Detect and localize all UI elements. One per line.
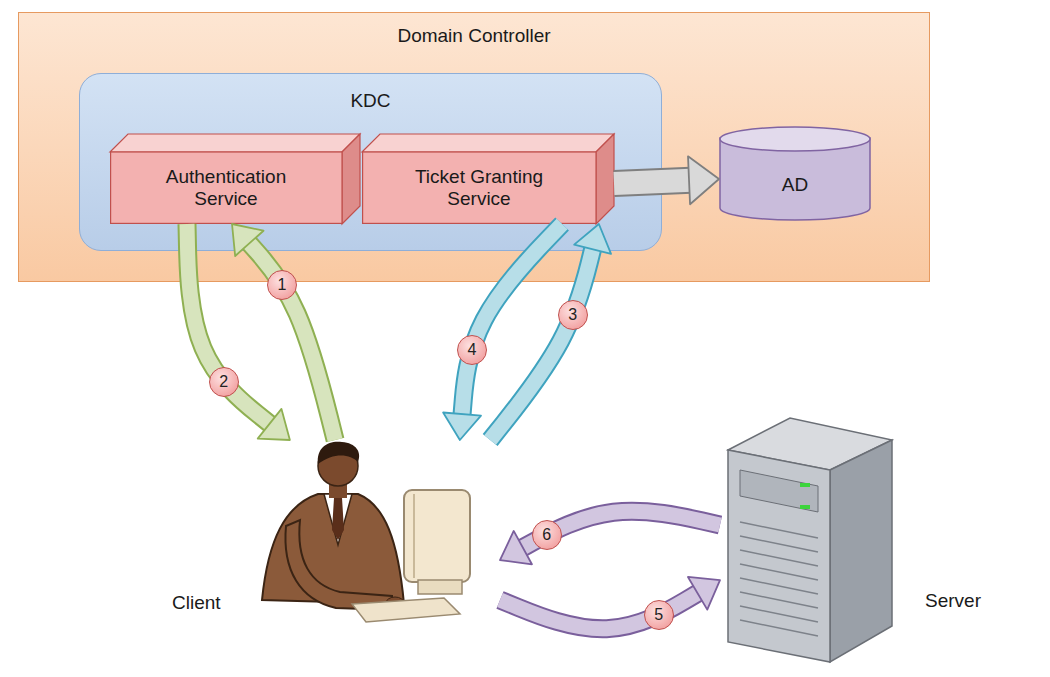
client-node: Client — [160, 440, 500, 630]
service-box: Ticket Granting Service — [362, 134, 614, 224]
callout-number: 4 — [457, 335, 487, 365]
node-label: Ticket Granting Service — [392, 166, 567, 211]
arrow-head — [443, 412, 481, 440]
person-hair — [318, 442, 359, 464]
drive-bay — [740, 470, 818, 512]
monitor-edge — [413, 494, 415, 578]
service-box: Authentication Service — [110, 134, 360, 224]
server-front — [728, 450, 830, 662]
flow-arrow — [500, 511, 720, 564]
database-cylinder: AD — [719, 126, 871, 221]
callout-number: 2 — [209, 367, 239, 397]
server-slot — [740, 564, 818, 580]
arrow-outline — [187, 224, 271, 425]
flow-arrow — [187, 224, 290, 440]
monitor-stand — [418, 580, 462, 594]
box-front — [111, 152, 342, 223]
arrow-shaft — [614, 180, 691, 183]
server-slot — [740, 536, 818, 552]
person-arm — [285, 520, 392, 610]
box-top — [362, 134, 614, 152]
flow-arrow — [614, 156, 719, 204]
box-side — [596, 134, 614, 224]
status-led — [800, 505, 810, 509]
box-top — [110, 134, 360, 152]
callout-number: 1 — [267, 270, 297, 300]
monitor — [404, 490, 470, 582]
controller-box: Domain ControllerKDC Authentication Servi… — [18, 12, 930, 282]
node-label: Domain Controller — [397, 25, 550, 47]
box-front — [363, 152, 596, 223]
box-side — [342, 134, 360, 224]
arrow-head — [688, 577, 720, 610]
cylinder-outline — [719, 126, 871, 221]
node-label: Client — [172, 592, 221, 614]
server-side — [830, 440, 892, 662]
node-label: Server — [925, 590, 981, 612]
arrow-head — [258, 409, 290, 440]
server-slot — [740, 550, 818, 566]
node-label: AD — [782, 174, 808, 196]
arrow-outline — [462, 224, 562, 416]
arrow-shaft — [462, 224, 562, 416]
person-tie — [332, 498, 344, 540]
node-label: KDC — [350, 90, 390, 112]
arrow-head — [232, 224, 263, 256]
keyboard — [352, 598, 460, 622]
server-slot — [740, 592, 818, 608]
server-node: Server — [720, 410, 1010, 665]
arrow-head — [574, 224, 611, 254]
person-jacket — [262, 494, 404, 604]
cylinder-top — [720, 127, 870, 151]
arrow-outline — [614, 180, 691, 183]
callout-number: 6 — [532, 520, 562, 550]
server-slot — [740, 578, 818, 594]
callout-number: 3 — [558, 300, 588, 330]
person-shirt — [324, 494, 352, 545]
node-label: Authentication Service — [139, 166, 314, 211]
status-led — [800, 483, 810, 487]
arrow-head — [688, 156, 719, 204]
arrow-shaft — [187, 224, 271, 425]
server-slot — [740, 620, 818, 636]
flow-arrow — [500, 577, 720, 629]
client-figure — [262, 442, 470, 622]
server-figure — [728, 418, 892, 662]
server-slot — [740, 522, 818, 538]
arrow-head — [500, 531, 532, 564]
server-slot — [740, 606, 818, 622]
flow-arrow — [490, 224, 611, 440]
flow-arrow — [443, 224, 562, 440]
callout-number: 5 — [644, 600, 674, 630]
kdc-box: KDC Authentication Service Ticket Granting… — [79, 73, 662, 251]
